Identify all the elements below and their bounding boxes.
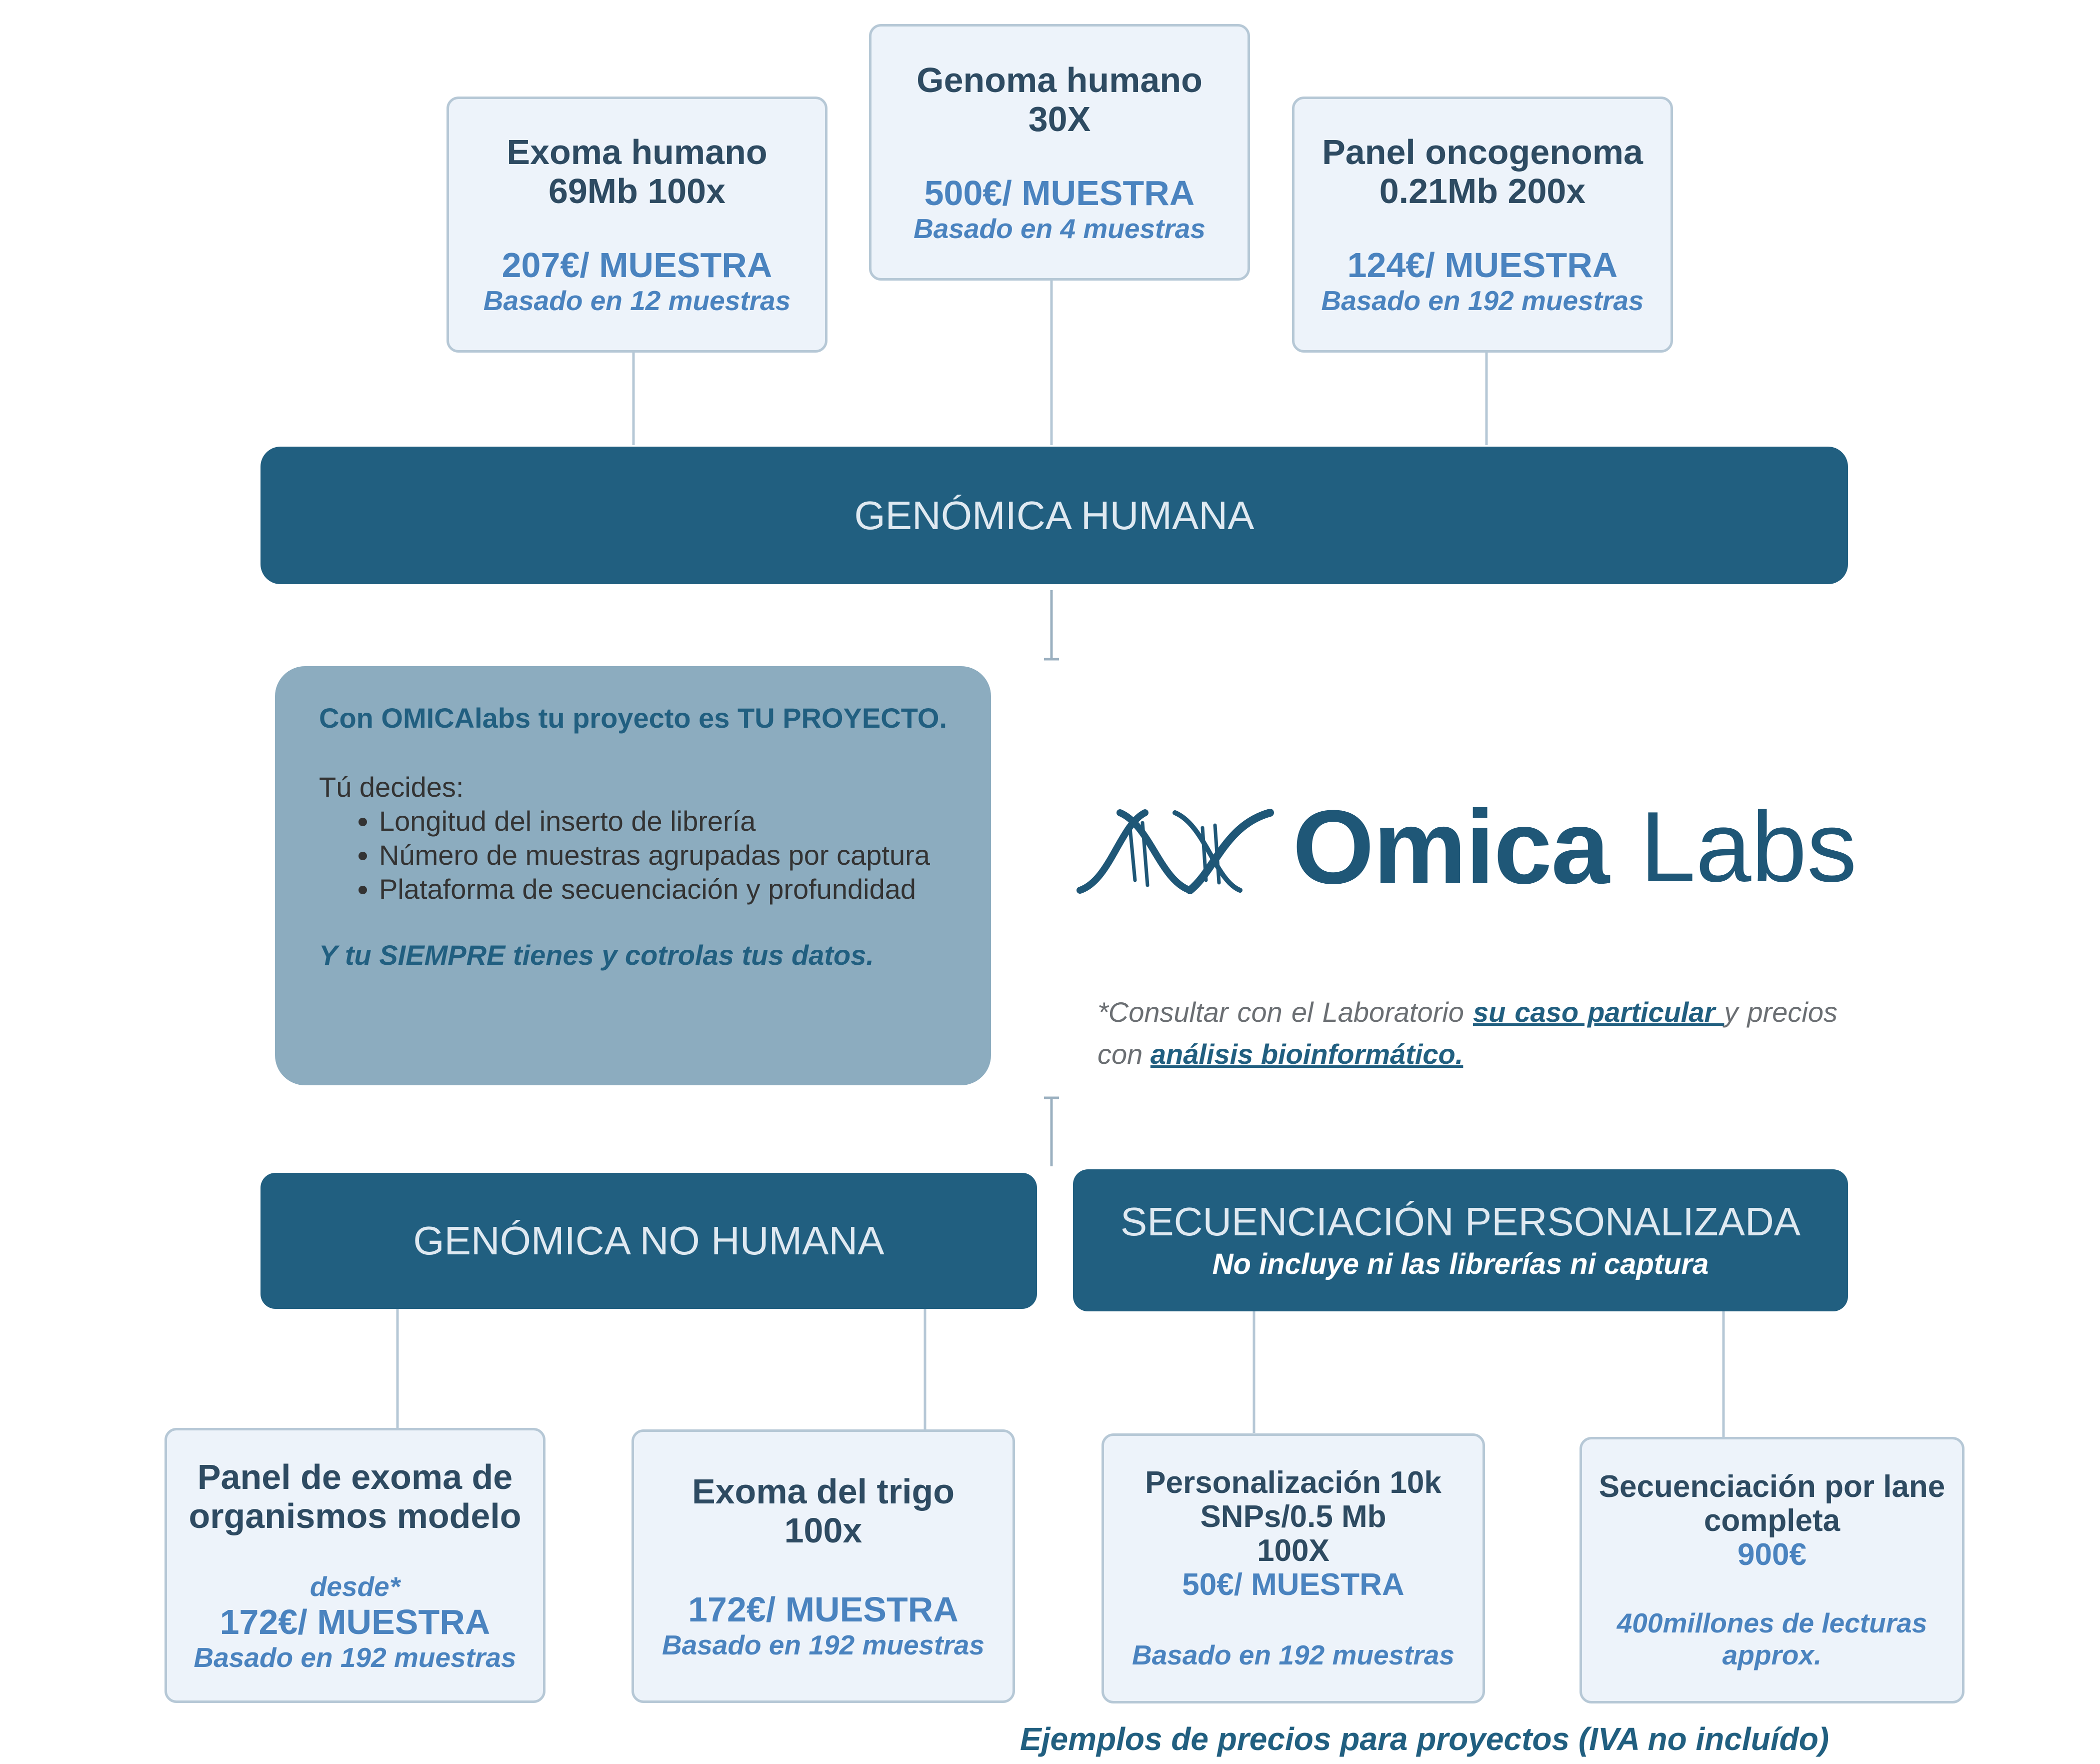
card-subtitle: 69Mb 100x	[548, 172, 726, 211]
omica-labs-logo: Omica Labs	[1075, 788, 1865, 906]
dna-helix-icon	[1076, 809, 1274, 894]
card-panel-oncogenoma: Panel oncogenoma 0.21Mb 200x 124€/ MUEST…	[1292, 97, 1673, 353]
card-personalizacion: Personalización 10k SNPs/0.5 Mb 100X 50€…	[1102, 1433, 1485, 1703]
band-genomica-humana: GENÓMICA HUMANA	[260, 447, 1848, 584]
card-subtitle: completa	[1704, 1503, 1840, 1538]
card-price: 124€/ MUESTRA	[1347, 246, 1618, 285]
band-title: SECUENCIACIÓN PERSONALIZADA	[1120, 1199, 1801, 1244]
card-note: Basado en 192 muestras	[194, 1642, 516, 1673]
card-lane-completa: Secuenciación por lane completa 900€ 400…	[1580, 1437, 1964, 1703]
link-caso-particular[interactable]: su caso particular	[1472, 996, 1724, 1028]
consult-text: y precios con	[1098, 996, 1838, 1070]
band-subtitle: No incluye ni las librerías ni captura	[1212, 1248, 1709, 1280]
card-title: Panel de exoma de	[197, 1457, 513, 1496]
card-title: Exoma del trigo	[692, 1471, 955, 1511]
card-subtitle: 0.21Mb 200x	[1379, 172, 1586, 211]
card-note: Basado en 4 muestras	[914, 213, 1206, 244]
info-heading: Con OMICAlabs tu proyecto es TU PROYECTO…	[319, 702, 948, 734]
card-note: approx.	[1722, 1639, 1822, 1670]
card-price: 50€/ MUESTRA	[1182, 1567, 1404, 1602]
logo-word-omica: Omica	[1292, 788, 1610, 906]
info-box: Con OMICAlabs tu proyecto es TU PROYECTO…	[275, 666, 991, 1085]
card-price: 207€/ MUESTRA	[502, 246, 772, 285]
card-note: Basado en 192 muestras	[662, 1629, 985, 1660]
card-title: Personalización 10k	[1145, 1465, 1442, 1500]
card-subtitle: 100x	[784, 1510, 862, 1550]
card-price: 172€/ MUESTRA	[688, 1589, 958, 1629]
card-title: Panel oncogenoma	[1322, 133, 1643, 172]
list-item: Número de muestras agrupadas por captura	[379, 838, 951, 872]
list-item: Plataforma de secuenciación y profundida…	[379, 872, 951, 906]
card-panel-exoma-modelo: Panel de exoma de organismos modelo desd…	[164, 1428, 546, 1703]
footer-caption: Ejemplos de precios para proyectos (IVA …	[1020, 1721, 1830, 1757]
card-subtitle: SNPs/0.5 Mb	[1200, 1499, 1386, 1534]
consult-note: *Consultar con el Laboratorio su caso pa…	[1098, 991, 1838, 1075]
info-intro: Tú decides:	[319, 771, 464, 803]
band-title: GENÓMICA NO HUMANA	[413, 1218, 884, 1263]
band-title: GENÓMICA HUMANA	[854, 493, 1254, 538]
info-list: Longitud del inserto de librería Número …	[319, 804, 951, 906]
link-analisis-bioinformatico[interactable]: análisis bioinformático.	[1150, 1038, 1464, 1070]
card-title: Exoma humano	[506, 133, 768, 172]
card-title: Secuenciación por lane	[1598, 1469, 1946, 1504]
card-price: 500€/ MUESTRA	[924, 173, 1195, 213]
card-price: 172€/ MUESTRA	[220, 1602, 490, 1641]
consult-text: *Consultar con el Laboratorio	[1098, 996, 1473, 1028]
card-exoma-trigo: Exoma del trigo 100x 172€/ MUESTRA Basad…	[632, 1429, 1015, 1703]
card-exoma-humano: Exoma humano 69Mb 100x 207€/ MUESTRA Bas…	[446, 97, 828, 353]
card-subtitle: 30X	[1028, 99, 1091, 139]
card-subtitle: 100X	[1257, 1533, 1330, 1568]
card-note: Basado en 12 muestras	[483, 285, 791, 316]
band-genomica-no-humana: GENÓMICA NO HUMANA	[260, 1173, 1037, 1309]
band-secuenciacion-personalizada: SECUENCIACIÓN PERSONALIZADA No incluye n…	[1073, 1169, 1848, 1311]
logo-word-labs: Labs	[1640, 791, 1857, 903]
card-note: 400millones de lecturas	[1616, 1607, 1928, 1638]
card-price: 900€	[1738, 1537, 1806, 1572]
card-note: Basado en 192 muestras	[1321, 285, 1644, 316]
card-prefix: desde*	[310, 1571, 400, 1602]
list-item: Longitud del inserto de librería	[379, 804, 951, 838]
card-title: Genoma humano	[916, 60, 1202, 100]
card-note: Basado en 192 muestras	[1132, 1639, 1455, 1670]
card-genoma-humano: Genoma humano 30X 500€/ MUESTRA Basado e…	[869, 24, 1250, 281]
info-footer: Y tu SIEMPRE tienes y cotrolas tus datos…	[319, 939, 874, 971]
card-subtitle: organismos modelo	[188, 1496, 522, 1535]
